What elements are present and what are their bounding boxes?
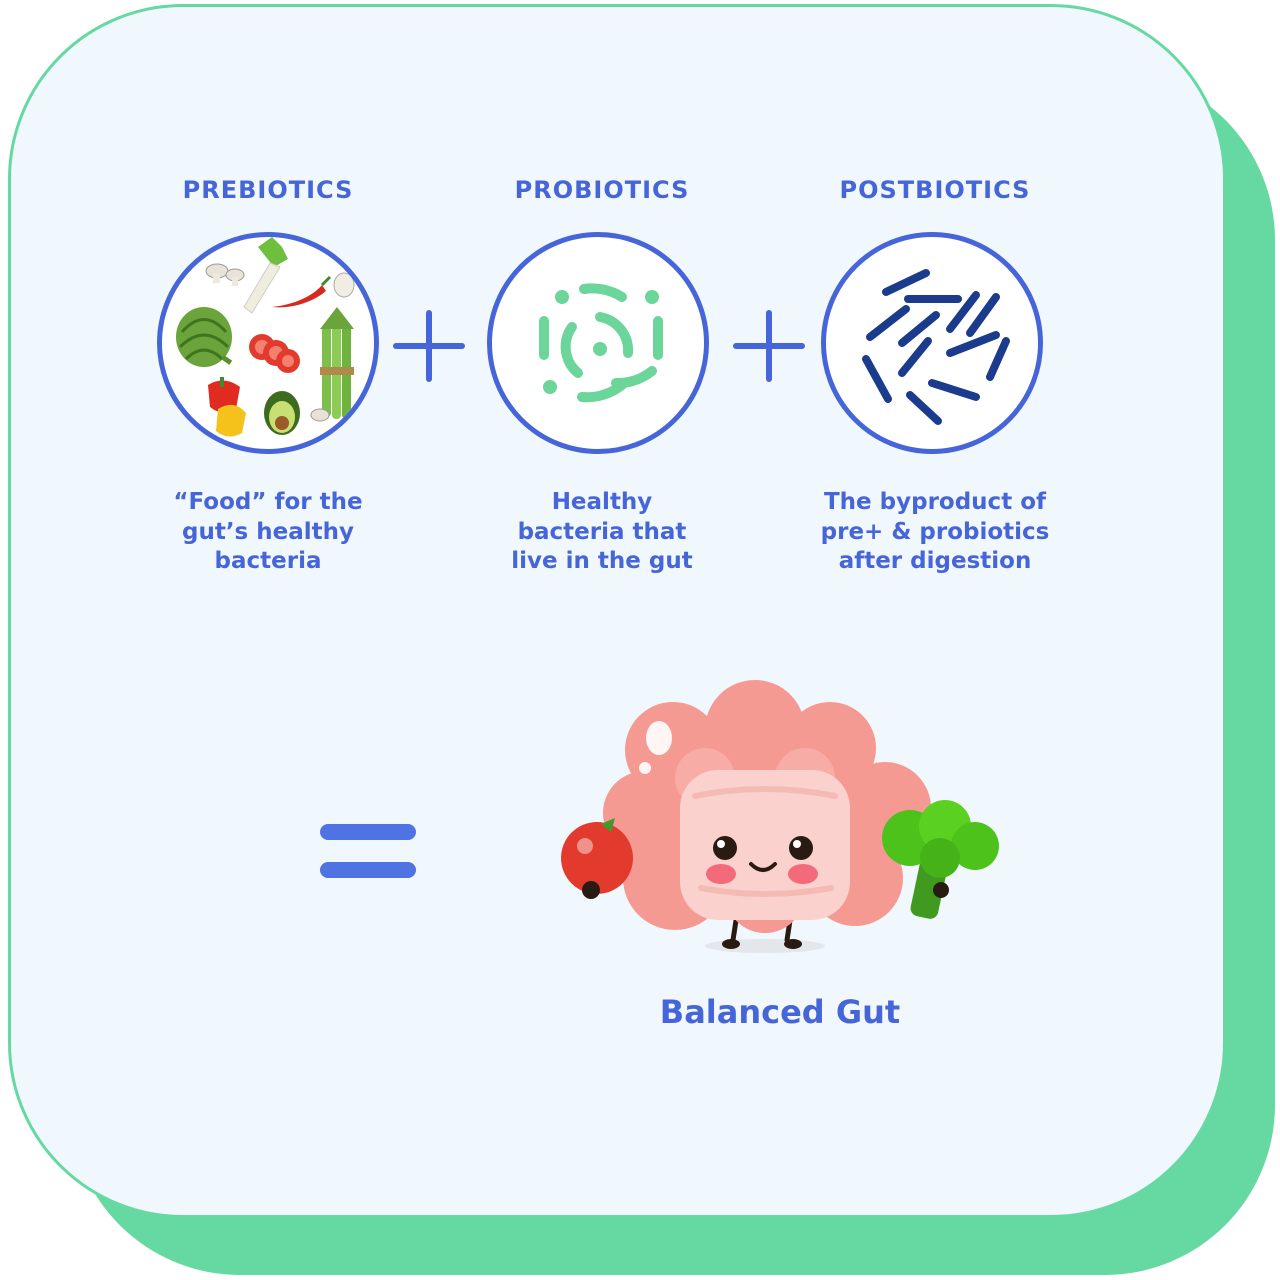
chili-icon: [272, 285, 326, 308]
leek-icon: [243, 237, 288, 314]
avocado-icon: [264, 391, 300, 435]
apple-icon: [561, 818, 633, 899]
postbiotic-rods-icon: [821, 232, 1043, 454]
garlic-icon: [333, 272, 355, 298]
asparagus-icon: [320, 307, 354, 419]
probiotic-bacteria-icon: [487, 232, 709, 454]
broccoli-icon: [882, 800, 999, 919]
postbiotics-title: POSTBIOTICS: [839, 176, 1031, 204]
postbiotics-description: The byproduct of pre+ & probiotics after…: [785, 488, 1085, 577]
prebiotics-description: “Food” for the gut’s healthy bacteria: [118, 488, 418, 577]
description-line: “Food” for the: [173, 489, 363, 515]
balanced-gut-label: Balanced Gut: [659, 993, 901, 1031]
description-line: bacteria that: [517, 518, 687, 545]
prebiotics-title: PREBIOTICS: [182, 176, 354, 204]
description-line: The byproduct of: [823, 489, 1046, 515]
description-line: gut’s healthy: [181, 518, 354, 545]
happy-gut-character-icon: [555, 678, 1005, 968]
tomato-slices-icon: [249, 334, 300, 373]
vegetables-icon: [157, 232, 379, 454]
mushroom-icon: [225, 268, 245, 286]
card: [8, 4, 1226, 1218]
artichoke-icon: [176, 307, 233, 367]
mushroom-icon: [310, 408, 330, 422]
description-line: live in the gut: [511, 548, 693, 574]
description-line: pre+ & probiotics: [820, 518, 1050, 545]
bell-peppers-icon: [208, 377, 246, 437]
description-line: after digestion: [838, 548, 1032, 574]
equals-bar-top: [320, 824, 416, 840]
plus-icon: [393, 310, 465, 382]
plus-icon: [733, 310, 805, 382]
probiotics-description: Healthy bacteria that live in the gut: [452, 488, 752, 577]
mushroom-icon: [205, 263, 229, 283]
description-line: Healthy: [551, 489, 653, 515]
probiotics-title: PROBIOTICS: [514, 176, 690, 204]
equals-bar-bottom: [320, 862, 416, 878]
description-line: bacteria: [214, 548, 322, 574]
